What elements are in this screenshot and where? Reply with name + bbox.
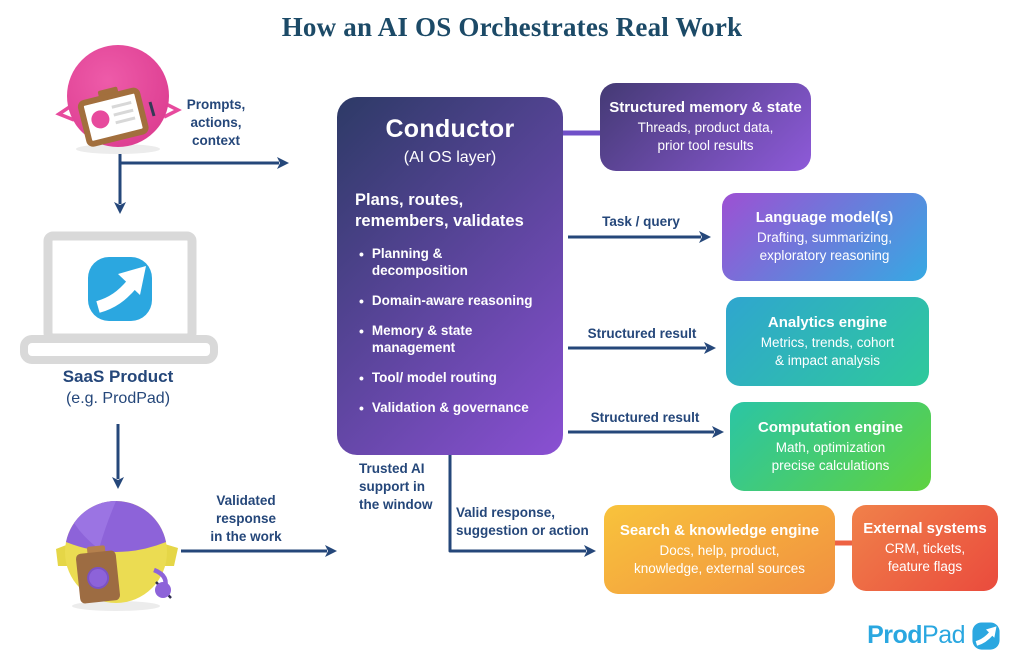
prodpad-logo-icon (88, 257, 152, 321)
engine-box-external-systems: External systems CRM, tickets, feature f… (852, 505, 998, 591)
trusted-ai-support-label: Trusted AI support in the window (359, 461, 433, 513)
engine-body: Math, optimization precise calculations (771, 439, 890, 473)
list-item: Validation & governance (359, 400, 545, 417)
engine-title: Analytics engine (767, 313, 888, 331)
list-item: Planning & decomposition (359, 246, 545, 280)
saas-product-subtitle: (e.g. ProdPad) (65, 390, 171, 407)
task-query-label: Task / query (602, 214, 680, 229)
helmet-highlight (74, 500, 116, 549)
engine-box-language-models: Language model(s) Drafting, summarizing,… (722, 193, 927, 281)
validated-response-label: Validated response in the work (210, 493, 282, 545)
engine-title: External systems (863, 520, 987, 538)
clipboard-icon (75, 545, 121, 604)
brand-name-light: Pad (922, 621, 965, 649)
conductor-title: Conductor (385, 115, 515, 143)
engine-body: Threads, product data, prior tool result… (637, 120, 774, 153)
character-shadow (76, 144, 160, 154)
conductor-box: Conductor (AI OS layer) Plans, routes, r… (337, 97, 563, 455)
engine-box-structured-memory: Structured memory & state Threads, produ… (600, 83, 811, 171)
assistant-character-illustration (56, 500, 178, 611)
engine-title: Structured memory & state (609, 99, 802, 117)
engine-body: Metrics, trends, cohort & impact analysi… (760, 334, 895, 368)
prodpad-logo-icon (972, 621, 1000, 650)
engine-title: Computation engine (758, 418, 903, 436)
engine-box-search-knowledge: Search & knowledge engine Docs, help, pr… (604, 505, 835, 594)
conductor-subtitle: (AI OS layer) (403, 149, 497, 166)
engine-title: Search & knowledge engine (619, 521, 820, 539)
brand-name-bold: Prod (867, 621, 923, 649)
engine-body: Drafting, summarizing, exploratory reaso… (756, 230, 893, 263)
valid-response-label: Valid response, suggestion or action (456, 505, 589, 539)
list-item: Memory & state management (359, 323, 545, 357)
prompts-actions-context-label: Prompts, actions, context (186, 97, 246, 149)
laptop-base (20, 335, 218, 364)
clipboard-icon (77, 86, 149, 147)
list-item: Domain-aware reasoning (359, 293, 545, 310)
engine-body: CRM, tickets, feature flags (884, 541, 966, 574)
conductor-capabilities-list: Planning & decomposition Domain-aware re… (355, 246, 545, 416)
laptop-illustration (20, 231, 218, 364)
engine-title: Language model(s) (755, 209, 894, 227)
user-character-illustration (55, 45, 182, 154)
structured-result-label-2: Structured result (590, 410, 700, 425)
engine-body: Docs, help, product, knowledge, external… (633, 542, 806, 576)
right-hand (155, 582, 171, 598)
saas-product-label: SaaS Product (e.g. ProdPad) (28, 367, 208, 408)
list-item: Tool/ model routing (359, 370, 545, 387)
conductor-tagline: Plans, routes, remembers, validates (355, 191, 524, 230)
pen-icon (148, 101, 156, 117)
engine-box-computation: Computation engine Math, optimization pr… (730, 402, 931, 491)
structured-result-label-1: Structured result (587, 326, 697, 341)
page-title: How an AI OS Orchestrates Real Work (281, 12, 743, 42)
engine-box-analytics: Analytics engine Metrics, trends, cohort… (726, 297, 929, 386)
character-shadow (72, 601, 160, 611)
prodpad-brand-logo: ProdPad (867, 621, 1000, 650)
saas-product-title: SaaS Product (62, 367, 174, 386)
